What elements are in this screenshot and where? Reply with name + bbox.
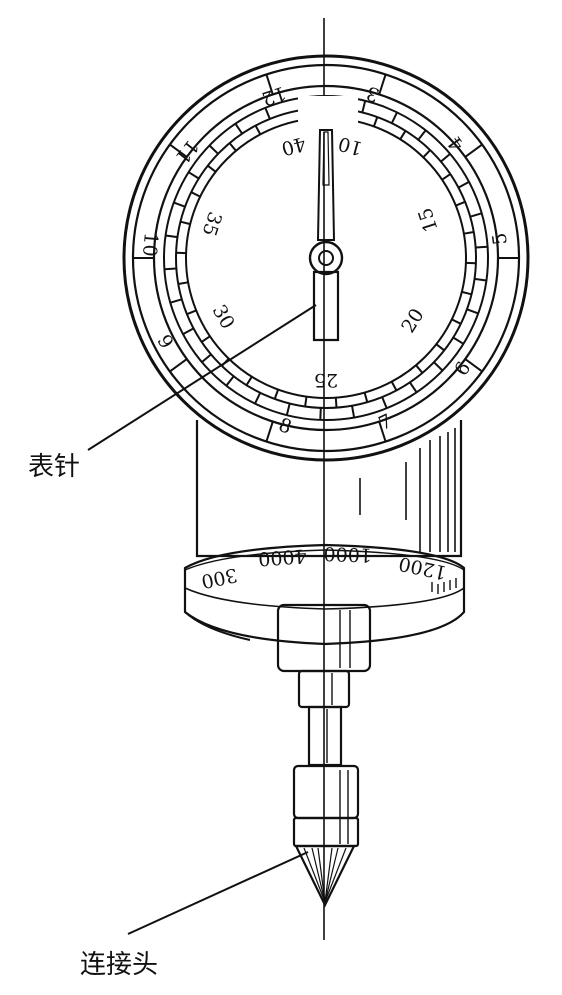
connector-head (292, 764, 360, 908)
dial-tick (319, 407, 322, 420)
dial-tick (440, 153, 451, 163)
inner-dial-number: 15 (414, 205, 442, 235)
dial-tick (285, 403, 291, 416)
dial-tick (207, 164, 217, 173)
dial-tick (264, 107, 271, 120)
dial-tick (208, 144, 219, 155)
dial-tick (464, 358, 483, 373)
pointer-leader-line (87, 304, 317, 451)
dial-tick (351, 405, 356, 418)
dial-tick (254, 392, 262, 405)
dial-tick (390, 111, 398, 124)
inner-dial-number: 25 (314, 369, 338, 391)
dial-tick (461, 290, 472, 296)
dial-tick (265, 421, 274, 442)
dial-tick (464, 143, 483, 158)
base-scale-number: 300 (199, 563, 239, 592)
outer-ring-number: 12 (259, 82, 289, 110)
dial-tick (201, 353, 212, 363)
dial-tick (164, 267, 177, 271)
dial-tick (170, 298, 183, 304)
dial-tick (228, 142, 237, 152)
dial-tick (186, 309, 197, 316)
dial-tick (245, 376, 253, 386)
dial-tick (415, 364, 424, 374)
connector-label: 连接头 (80, 950, 158, 980)
dial-tick (190, 191, 201, 198)
dial-ticks (133, 74, 519, 442)
dial-tick (178, 281, 189, 285)
base-scale-number: 1000 (323, 542, 372, 566)
dial-tick (169, 143, 188, 158)
dial-tick (381, 396, 388, 409)
outer-ring-number: 3 (364, 81, 383, 106)
connector-shaft (276, 603, 372, 767)
dial-tick (466, 308, 479, 315)
outer-ring-number: 5 (488, 231, 511, 246)
dial-face (122, 54, 530, 462)
dial-tick (435, 343, 445, 352)
inner-dial-number: 30 (208, 301, 239, 333)
dial-tick (390, 381, 398, 391)
inner-dial-number: 40 (279, 132, 308, 160)
outer-ring-number: 7 (375, 410, 395, 435)
dial-tick (417, 129, 427, 141)
dial-tick (474, 277, 487, 282)
outer-ring-number: 11 (171, 135, 203, 168)
dial-tick (169, 358, 188, 373)
dial-tick (273, 389, 280, 400)
base-scale-collar: 1200 1000 4000 300 (183, 542, 466, 646)
dial-tick (378, 421, 387, 442)
dial-tick (455, 200, 466, 207)
dial-tick (475, 245, 488, 249)
dial-tick (372, 116, 379, 127)
dial-tick (180, 220, 191, 226)
dial-tick (378, 74, 387, 95)
housing-body (195, 420, 463, 558)
dial-tick (463, 231, 474, 235)
dial-tick (334, 397, 338, 408)
dial-tick (452, 336, 464, 345)
inner-dial-number: 35 (198, 209, 226, 239)
inner-dial-number: 10 (336, 132, 365, 160)
dial-pointer (308, 129, 344, 342)
dial-tick (409, 381, 418, 393)
pointer-label: 表针 (28, 452, 80, 482)
housing-bottom-rim (184, 611, 251, 641)
dial-tick (201, 335, 211, 343)
dial-tick (234, 123, 243, 135)
dial-tick (363, 392, 369, 403)
outer-ring-number: 10 (138, 232, 162, 258)
inner-dial-number: 20 (397, 305, 428, 337)
dial-tick (188, 171, 200, 180)
dial-tick (441, 173, 451, 181)
dial-tick (173, 201, 186, 208)
dial-tick (182, 327, 195, 335)
dial-tick (422, 149, 431, 158)
dial-tick (433, 361, 444, 372)
dial-tick (469, 212, 482, 218)
dial-tick (254, 125, 262, 135)
dial-tick (165, 234, 178, 239)
base-scale-number: 4000 (258, 544, 308, 569)
dial-tick (457, 181, 470, 189)
connector-leader-line (127, 851, 309, 935)
dial-tick (361, 100, 367, 113)
dial-tick (225, 375, 235, 387)
dial-tick (265, 74, 274, 95)
dial-tick (399, 130, 407, 140)
dial-tick (304, 396, 308, 407)
dial-tick (451, 318, 462, 325)
